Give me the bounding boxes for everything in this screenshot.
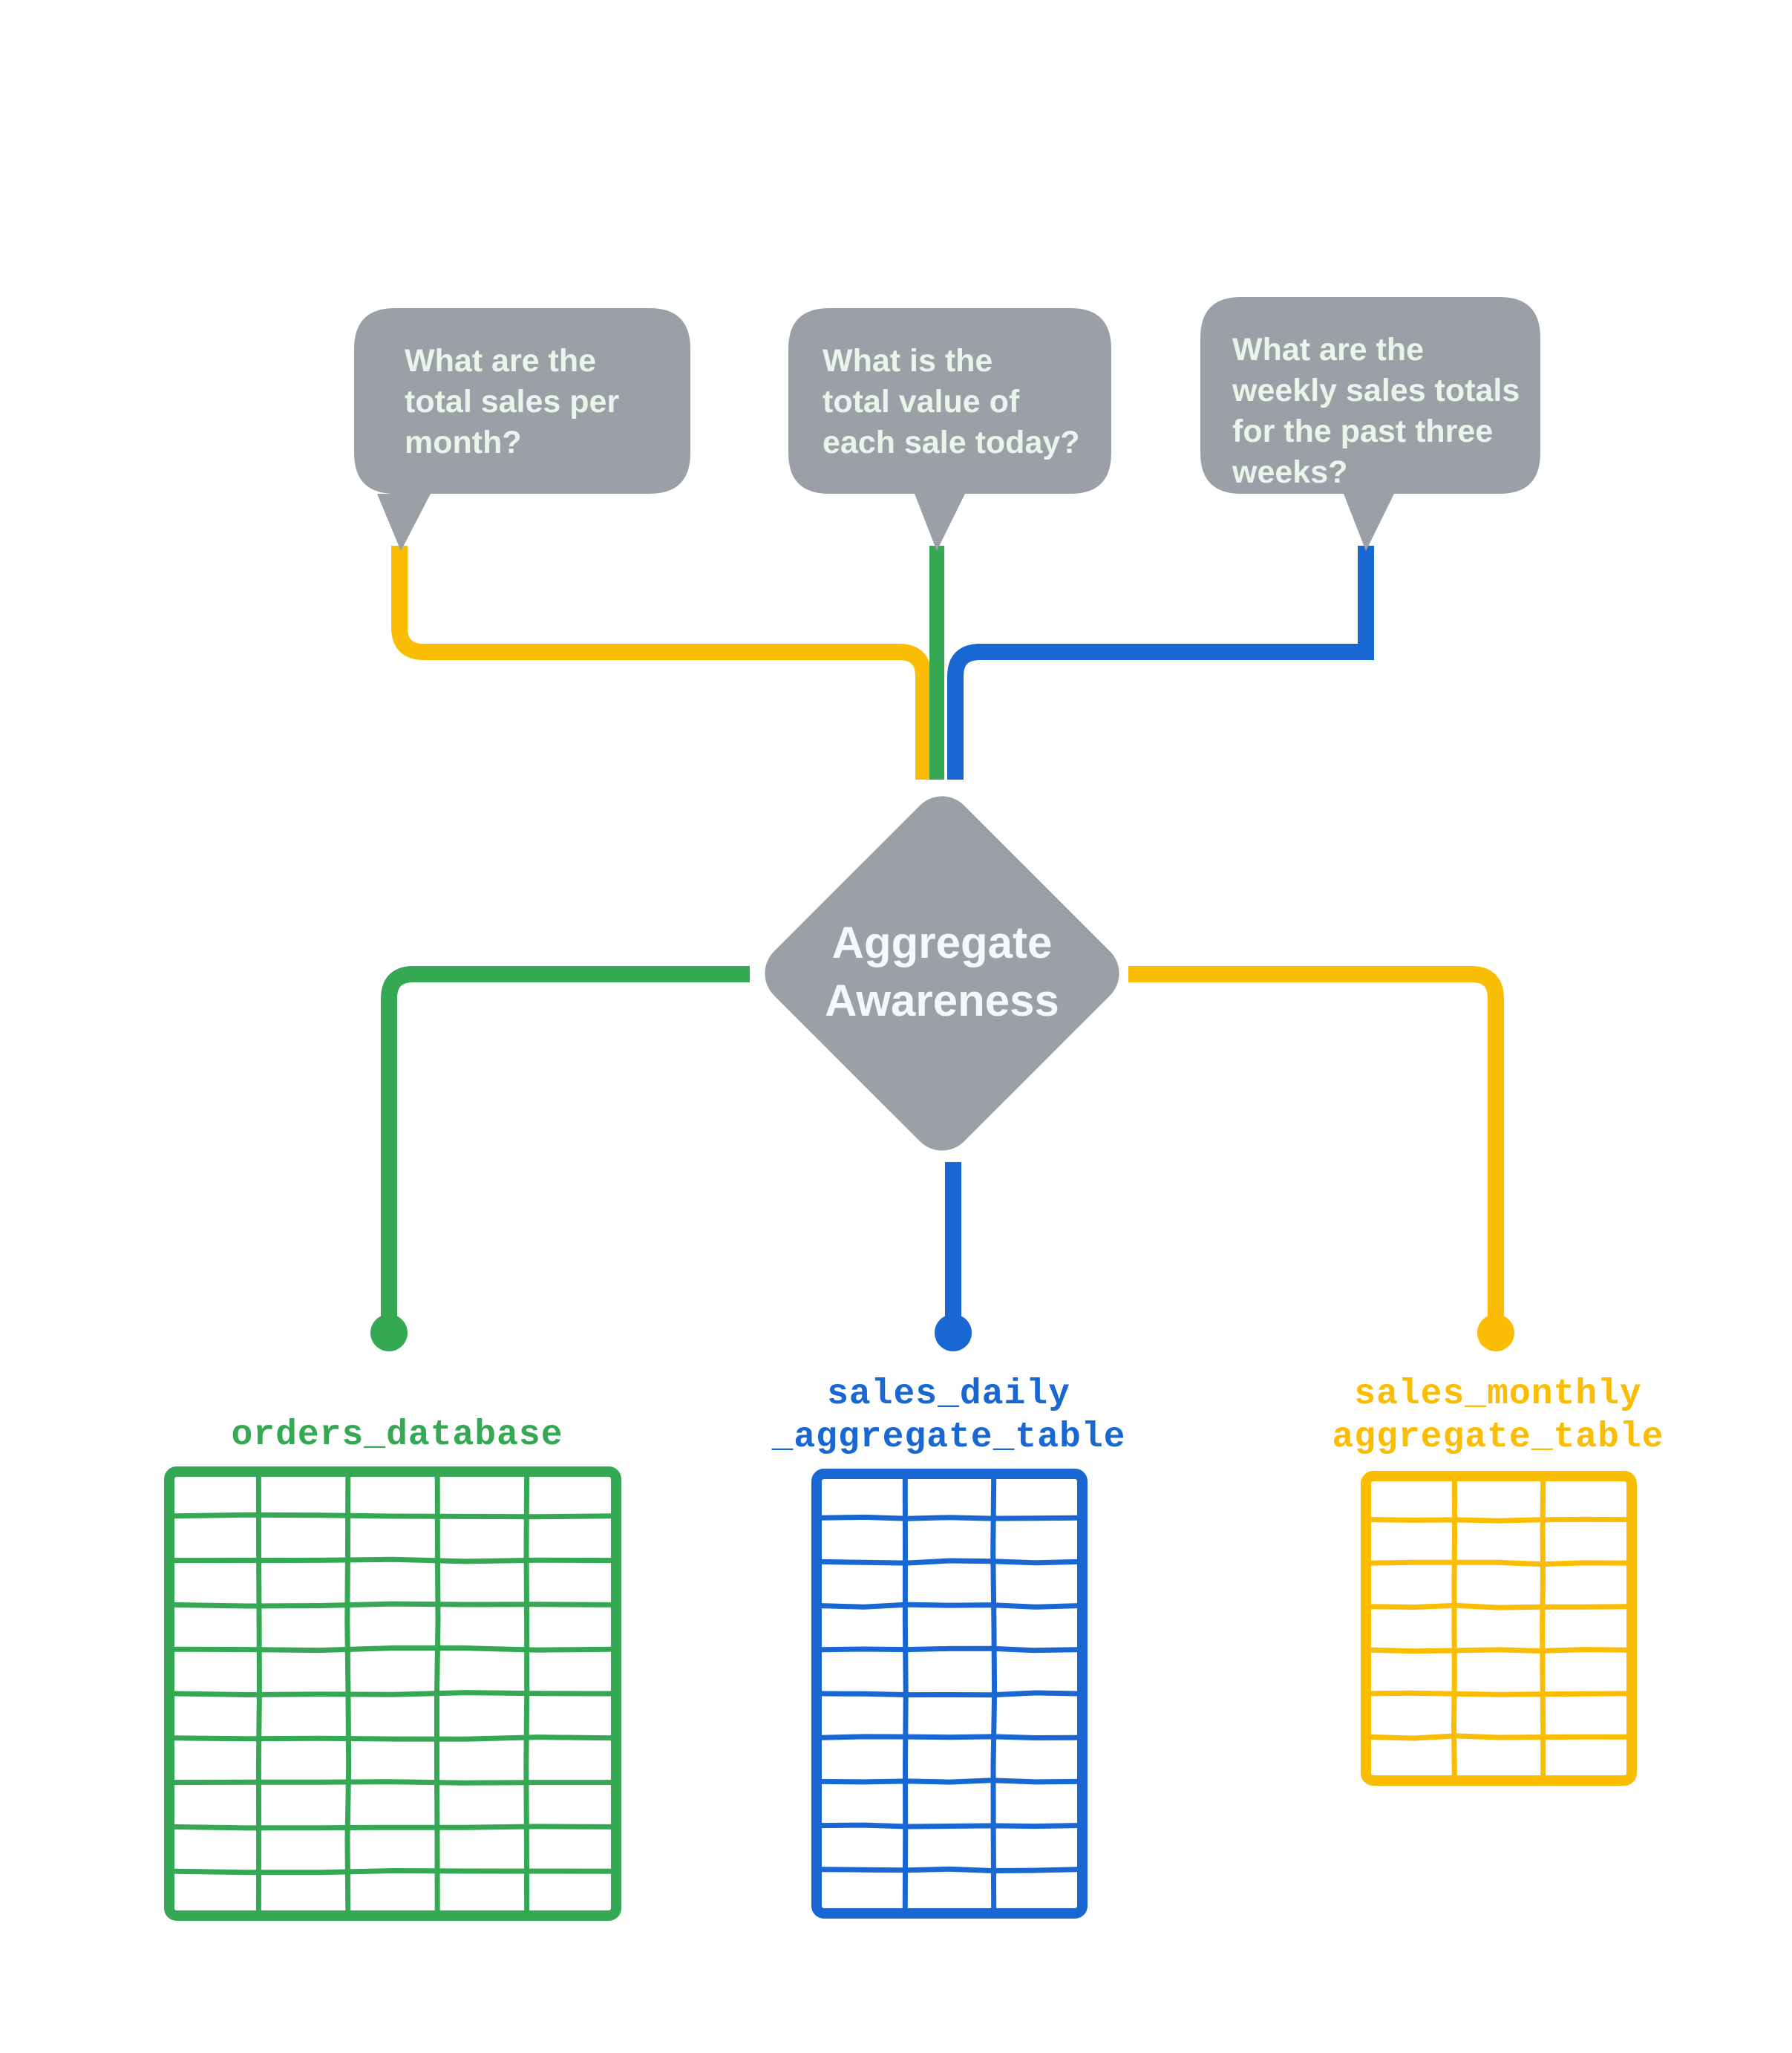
table-grid-line	[171, 1867, 614, 1876]
speech-bubble-weekly-line-4: weeks?	[1232, 454, 1347, 490]
table-grid-line	[819, 1645, 1080, 1654]
table-grid-line	[1368, 1690, 1629, 1697]
table-grid-orders-database[interactable]	[164, 1466, 621, 1921]
endpoint-dot-sales-daily	[935, 1314, 972, 1351]
table-grid-line	[819, 1514, 1080, 1521]
aggregate-awareness-label-line-2: Awareness	[825, 976, 1059, 1025]
table-border	[1361, 1471, 1637, 1786]
label-orders-database: orders_database	[231, 1415, 563, 1455]
table-grid-line	[819, 1690, 1080, 1698]
label-sales-monthly-line-1: sales_monthly	[1354, 1374, 1641, 1414]
table-grid-sales-daily[interactable]	[811, 1469, 1088, 1919]
table-grid-line	[171, 1512, 614, 1520]
table-grid-line	[819, 1602, 1080, 1610]
connector-group	[370, 546, 1514, 1351]
aggregate-awareness-label-line-1: Aggregate	[832, 918, 1053, 967]
table-grid-line	[819, 1558, 1080, 1566]
speech-bubble-daily-line-2: total value of	[823, 384, 1020, 420]
connector-yellow-hub-to-sales-monthly	[1128, 966, 1504, 1325]
endpoint-dot-orders-database	[370, 1314, 408, 1351]
table-grid-line	[171, 1690, 614, 1698]
table-grid-line	[171, 1779, 614, 1786]
speech-bubble-daily[interactable]: What is the total value of each sale tod…	[788, 308, 1111, 551]
speech-bubble-daily-line-3: each sale today?	[823, 425, 1080, 460]
table-grid-line	[171, 1645, 614, 1654]
label-sales-daily-line-2: _aggregate_table	[771, 1417, 1126, 1458]
table-grid-line	[819, 1822, 1080, 1830]
table-grid-line	[171, 1601, 614, 1609]
table-grid-line	[1451, 1478, 1458, 1778]
speech-bubble-monthly-line-3: month?	[405, 425, 522, 460]
endpoint-dot-sales-monthly	[1477, 1314, 1514, 1351]
speech-bubble-weekly-line-3: for the past three	[1232, 414, 1493, 449]
label-sales-daily-line-1: sales_daily	[827, 1374, 1070, 1414]
label-sales-monthly-line-2: aggregate_table	[1332, 1417, 1664, 1458]
table-grid-line	[171, 1824, 614, 1831]
connector-blue-question-to-hub	[947, 546, 1374, 780]
table-grid-line	[1368, 1602, 1629, 1610]
table-border	[811, 1469, 1088, 1919]
aggregate-awareness-diamond-shape	[765, 796, 1119, 1151]
table-grid-line	[171, 1556, 614, 1564]
table-grid-line	[1368, 1647, 1629, 1654]
table-grid-line	[171, 1734, 614, 1742]
table-grid-line	[819, 1734, 1080, 1741]
speech-bubble-monthly-shape	[354, 308, 690, 551]
speech-bubble-monthly-line-1: What are the	[405, 343, 596, 379]
table-grid-sales-monthly[interactable]	[1361, 1471, 1637, 1786]
speech-bubble-weekly[interactable]: What are the weekly sales totals for the…	[1200, 297, 1540, 551]
table-grid-line	[1368, 1516, 1629, 1524]
connector-green-hub-to-orders-database	[381, 966, 750, 1325]
speech-bubble-weekly-shape	[1200, 297, 1540, 551]
table-grid-line	[1368, 1733, 1629, 1741]
aggregate-awareness-node[interactable]: Aggregate Awareness	[752, 783, 1132, 1163]
table-grid-line	[819, 1778, 1080, 1785]
table-labels: orders_database sales_daily _aggregate_t…	[231, 1374, 1664, 1458]
table-grid-line	[819, 1866, 1080, 1874]
speech-bubble-weekly-line-2: weekly sales totals	[1232, 373, 1520, 408]
table-border	[164, 1466, 621, 1921]
speech-bubble-weekly-line-1: What are the	[1232, 332, 1424, 368]
speech-bubble-daily-line-1: What is the	[823, 343, 993, 379]
connector-yellow-question-to-hub	[391, 546, 932, 780]
speech-bubble-monthly[interactable]: What are the total sales per month?	[354, 308, 690, 551]
speech-bubble-daily-shape	[788, 308, 1111, 551]
speech-bubble-monthly-line-2: total sales per	[405, 384, 619, 420]
table-grid-line	[1368, 1559, 1629, 1567]
